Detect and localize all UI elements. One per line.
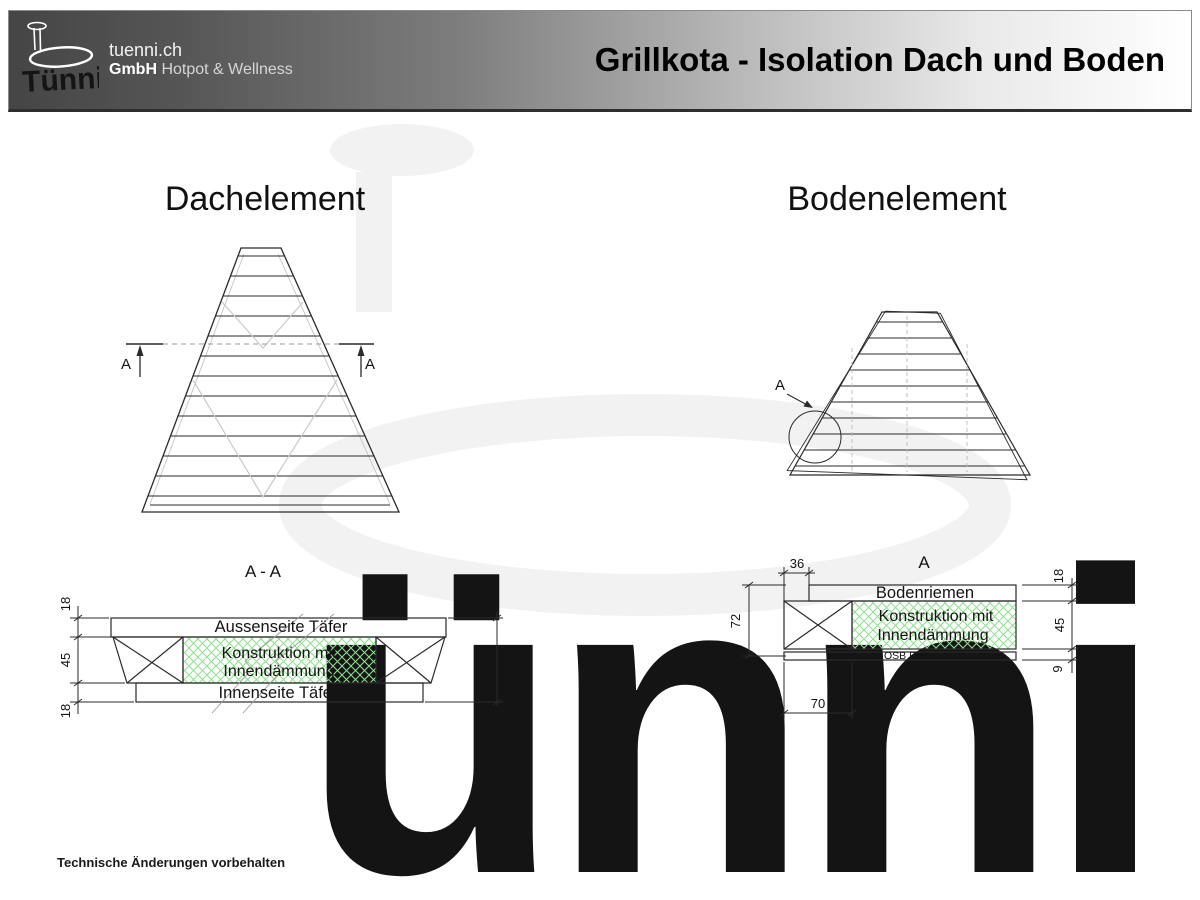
dach-cut-label-left: A: [121, 356, 131, 373]
dach-break-lines: [211, 613, 335, 714]
boden-dim-right: [1022, 578, 1078, 673]
logo-company-bold: GmbH: [109, 61, 157, 79]
boden-bottom-layer-label: OSB Platte: [884, 650, 936, 662]
dach-section-drawing: A - A Aussenseite Täfer Konstruktion mit…: [58, 562, 503, 718]
logo-script-text: Tünni: [21, 62, 99, 99]
dach-slat-lines: [148, 255, 392, 497]
boden-dim-left-total: [742, 581, 786, 660]
dach-cut-line: [126, 343, 374, 377]
boden-slat-lines: [795, 321, 1025, 467]
boden-dim-left-total-label: 72: [728, 614, 743, 628]
dach-dim-inner: 18: [58, 704, 73, 718]
dach-inner-layer-label: Innenseite Täfer: [219, 684, 338, 702]
dach-dim-outer: 18: [58, 597, 73, 611]
logo: Tünni tuenni.ch GmbH Hotpot & Wellness: [9, 11, 293, 109]
page-title: Grillkota - Isolation Dach und Boden: [594, 41, 1165, 78]
logo-company: GmbH Hotpot & Wellness: [109, 61, 293, 79]
detail-circle: [788, 410, 842, 464]
boden-core-label-2: Innendämmung: [877, 627, 988, 644]
logo-domain: tuenni.ch: [109, 40, 183, 61]
dach-dim-left: [70, 606, 134, 714]
dach-panel-title: Dachelement: [164, 180, 366, 218]
boden-top-layer-label: Bodenriemen: [876, 584, 974, 602]
boden-dim-top-label: 18: [1051, 569, 1066, 583]
boden-dim-stud-label: 70: [811, 696, 825, 711]
boden-center-dashed-lines: [851, 316, 968, 472]
boden-dim-bottom-label: 9: [1050, 665, 1065, 672]
dach-core-label-1: Konstruktion mit: [222, 645, 337, 662]
logo-text-block: tuenni.ch GmbH Hotpot & Wellness: [109, 40, 293, 79]
boden-dim-stud: [779, 662, 857, 719]
dach-insulation-hatch: [182, 636, 377, 684]
cut-arrow-up-left-icon: [136, 345, 144, 356]
dach-element-drawing: A A: [121, 247, 401, 513]
detail-leader-arrow-icon: [803, 400, 813, 408]
dach-bracing-lines: [192, 301, 338, 499]
dach-dim-total-label: 81: [476, 654, 491, 668]
cut-arrow-up-right-icon: [357, 345, 365, 356]
hot-tub-logo-icon: Tünni: [21, 21, 99, 99]
dach-inner-offset-lines: [149, 253, 391, 505]
header-bar: Tünni tuenni.ch GmbH Hotpot & Wellness G…: [8, 10, 1192, 112]
dach-dim-total: [425, 612, 503, 706]
dach-core-label-2: Innendämmung: [223, 663, 334, 680]
boden-panel-title: Bodenelement: [787, 180, 1007, 218]
dach-section-title: A - A: [245, 562, 282, 581]
boden-dim-offset: [778, 567, 815, 601]
boden-dim-core-label: 45: [1052, 618, 1067, 632]
watermark-text: ünni: [300, 484, 1151, 900]
boden-dim-offset-label: 36: [790, 556, 804, 571]
boden-section-title: A: [918, 553, 930, 572]
boden-detail-label: A: [775, 377, 785, 394]
boden-element-drawing: A: [775, 310, 1032, 481]
footer-note: Technische Änderungen vorbehalten: [57, 855, 286, 870]
logo-company-rest: Hotpot & Wellness: [157, 61, 293, 79]
boden-core-label-1: Konstruktion mit: [879, 608, 994, 625]
dach-outer-layer-label: Aussenseite Täfer: [215, 618, 348, 636]
dach-cut-label-right: A: [365, 356, 375, 373]
boden-insulation-hatch: [851, 600, 1017, 650]
boden-section-drawing: A Bodenriemen Konstruktion mit Innendämm…: [728, 553, 1078, 719]
dach-dim-core: 45: [58, 653, 73, 667]
